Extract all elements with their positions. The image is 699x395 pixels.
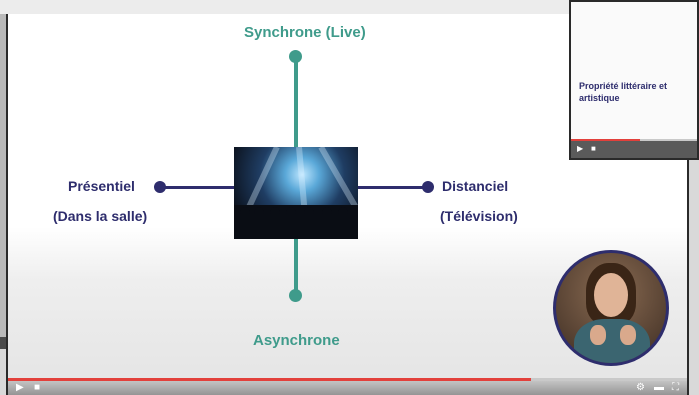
label-asynchrone: Asynchrone: [253, 332, 340, 349]
thumbnail-play-icon[interactable]: ▶: [577, 144, 584, 153]
window-top-bar: [0, 0, 699, 14]
play-icon[interactable]: ▶: [16, 382, 24, 393]
player-controls: ▶ ■ ⚙ ▬ ⛶: [8, 381, 687, 395]
presenter-hand-left: [590, 325, 606, 345]
node-synchrone: [289, 50, 302, 63]
thumbnail-volume-icon[interactable]: ■: [591, 144, 596, 153]
label-distanciel: Distanciel: [442, 178, 509, 194]
progress-bar[interactable]: [8, 378, 687, 381]
axis-horizontal-right: [358, 186, 428, 189]
stage-light-beam: [318, 147, 358, 210]
theater-icon[interactable]: ▬: [654, 382, 664, 393]
node-asynchrone: [289, 289, 302, 302]
label-synchrone: Synchrone (Live): [244, 24, 366, 41]
presenter-hand-right: [620, 325, 636, 345]
node-presentiel: [154, 181, 166, 193]
progress-bar-fill: [8, 378, 531, 381]
concert-image: [234, 147, 358, 239]
thumbnail-progress-fill: [571, 139, 641, 141]
thumbnail-progress-bar[interactable]: [571, 139, 697, 141]
axis-horizontal-left: [160, 186, 240, 189]
stage-light-beam: [244, 147, 280, 212]
thumbnail-video[interactable]: Propriété littéraire et artistique ▶ ■: [569, 0, 699, 160]
label-distanciel-sub: (Télévision): [440, 208, 518, 224]
side-video-strip: [0, 14, 10, 349]
thumbnail-controls: ▶ ■: [571, 141, 697, 158]
crowd-silhouette: [234, 205, 358, 239]
thumbnail-title: Propriété littéraire et artistique: [579, 81, 668, 103]
presenter-face: [594, 273, 628, 317]
volume-icon[interactable]: ■: [34, 382, 41, 393]
presenter-video: [553, 250, 669, 366]
side-video-controls: [0, 337, 10, 349]
label-presentiel: Présentiel: [68, 178, 135, 194]
fullscreen-icon[interactable]: ⛶: [672, 382, 679, 393]
presenter-body: [574, 319, 650, 363]
label-presentiel-sub: (Dans la salle): [53, 208, 148, 224]
settings-icon[interactable]: ⚙: [636, 382, 645, 393]
node-distanciel: [422, 181, 434, 193]
